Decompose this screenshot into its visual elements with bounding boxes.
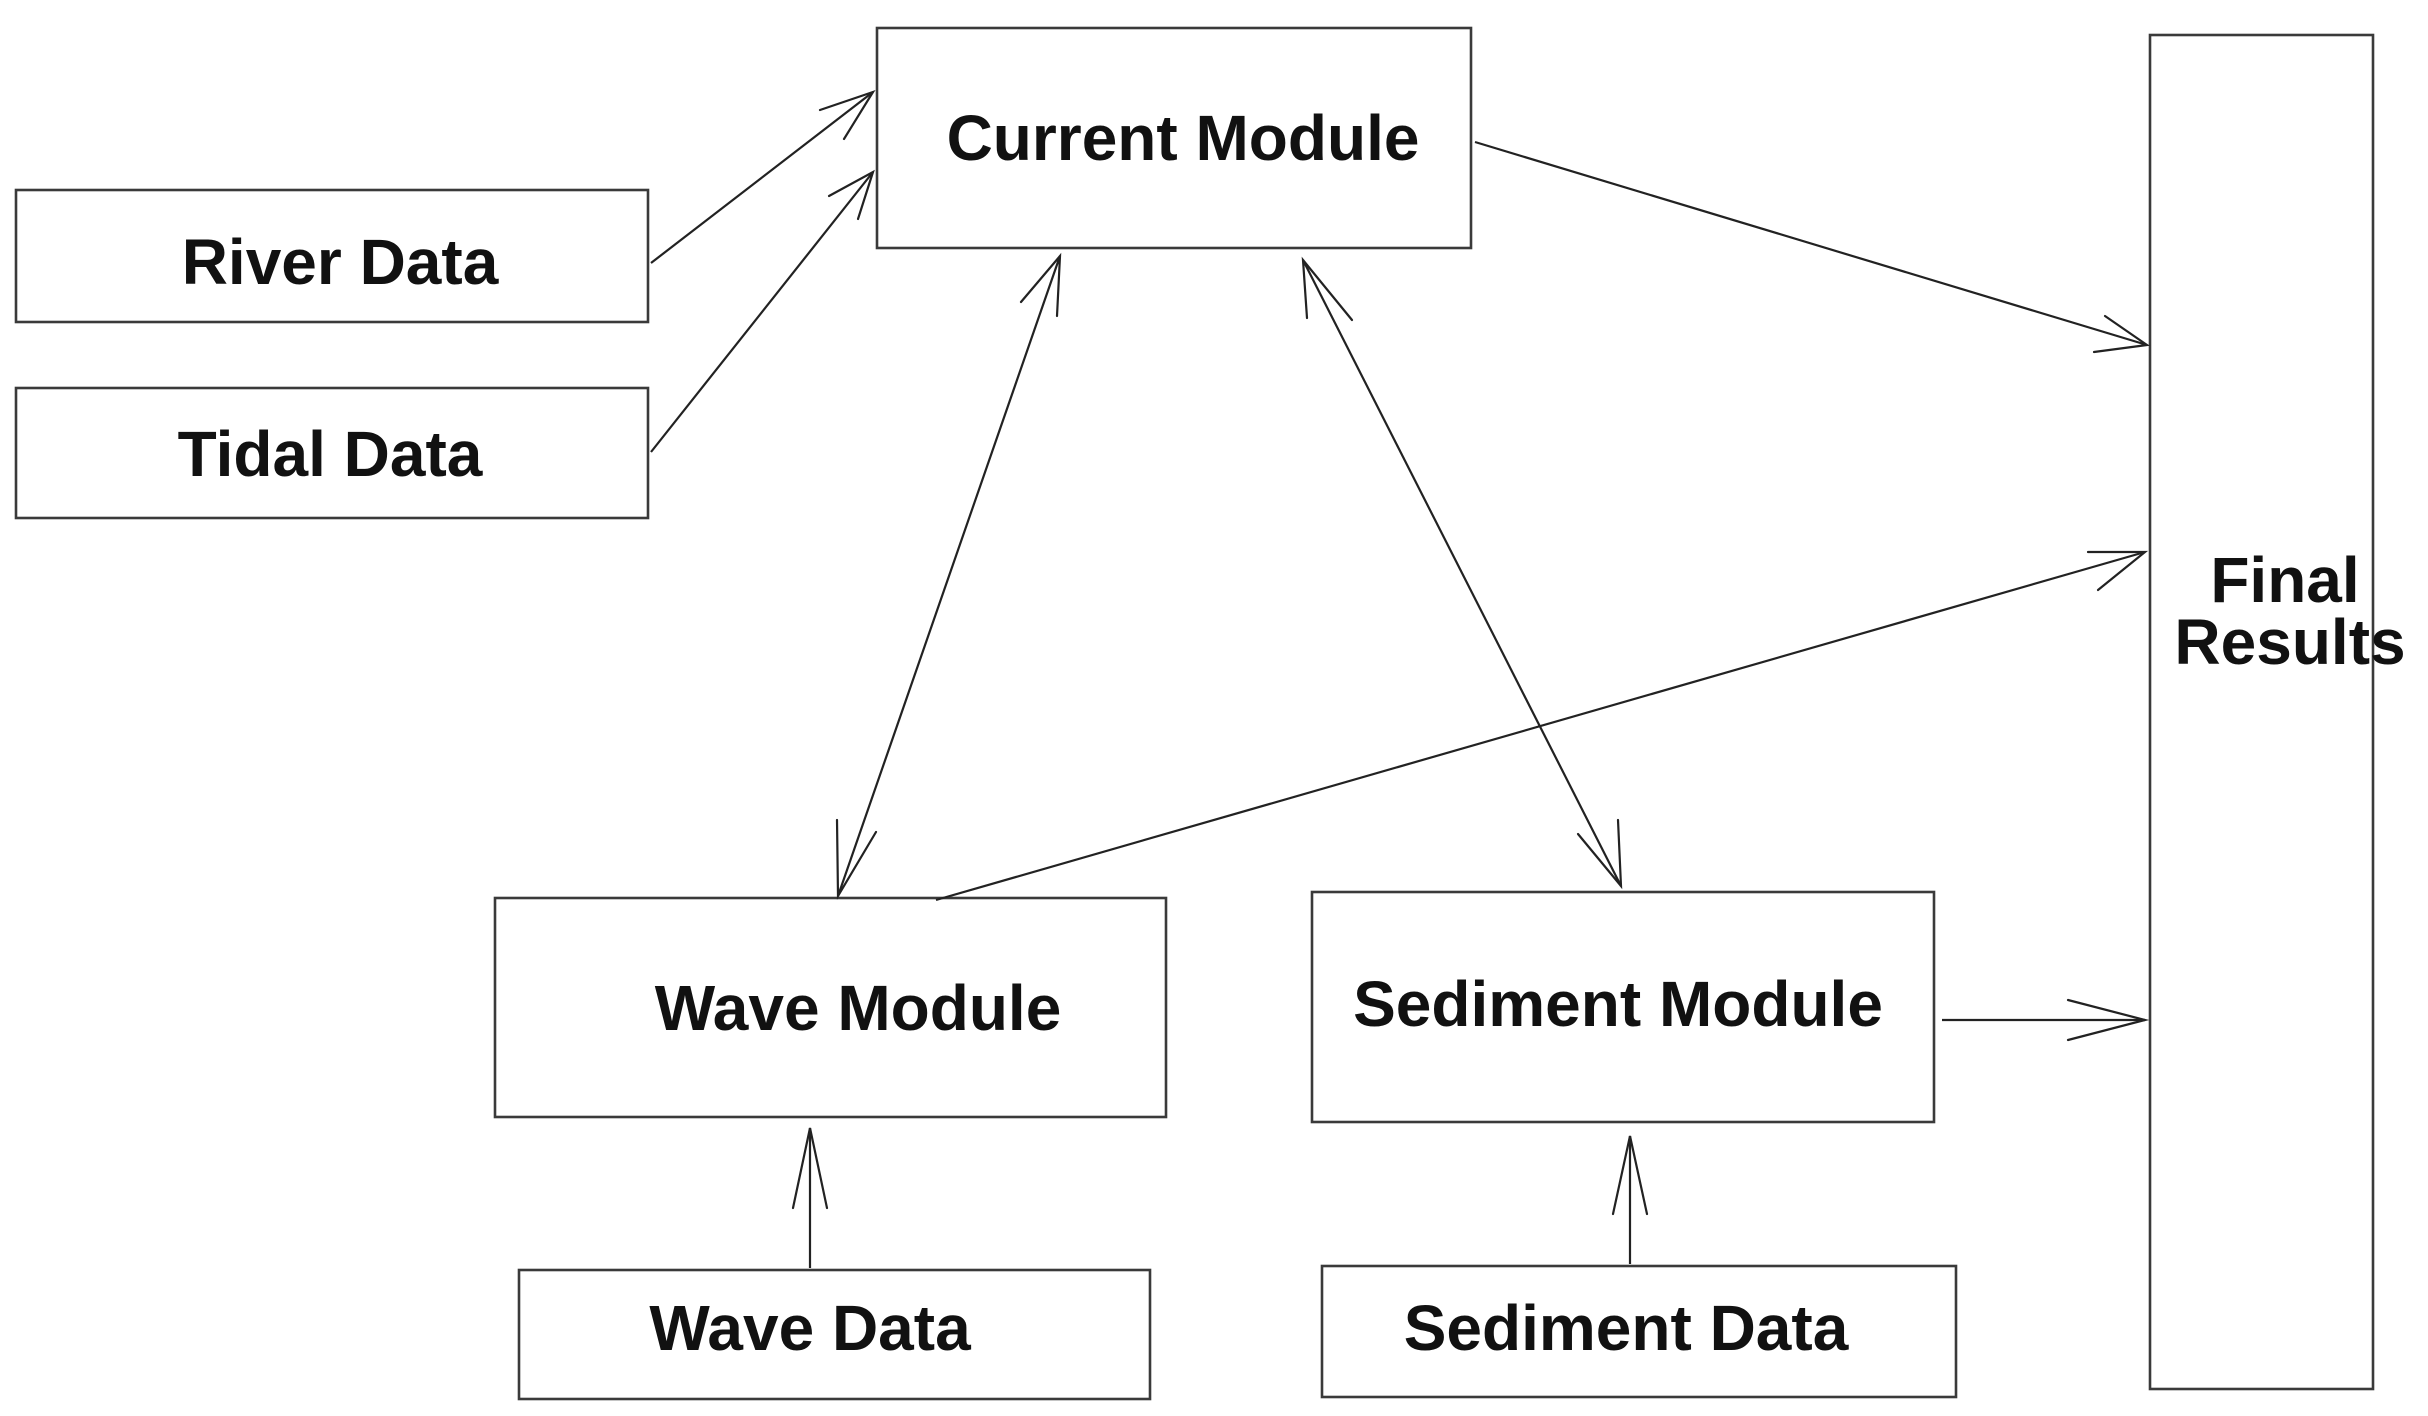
wave-data-label: Wave Data [649,1292,971,1364]
tidal-data-label: Tidal Data [178,418,483,490]
edge-tidal-to-current [650,169,875,453]
arrow-head-icon [1019,252,1062,318]
final-results-box [2148,33,2375,1391]
edge-current-sediment-line [1302,259,1622,887]
arrow-head-icon [827,169,875,221]
wave-module-label: Wave Module [655,972,1062,1044]
edge-river-to-current [650,89,876,264]
edge-sediment-data-to-sediment-module [1611,1135,1649,1264]
final-results-label-line1: Final [2210,544,2359,616]
tidal-data-node: Tidal Data [14,386,650,520]
wave-module-box [493,896,1168,1119]
wave-data-node: Wave Data [517,1268,1152,1401]
sediment-data-node: Sediment Data [1320,1264,1958,1399]
river-data-node: River Data [14,188,650,324]
river-data-box [14,188,650,324]
edge-sediment-to-final [1942,998,2150,1042]
final-results-label-line2: Results [2174,606,2405,678]
edge-river-to-current-line [650,91,874,264]
edge-tidal-to-current-line [650,171,874,453]
tidal-data-box [14,386,650,520]
arrow-head-icon [1611,1135,1649,1216]
edge-current-wave-bidirectional [835,252,1062,900]
arrow-head-icon [791,1127,829,1210]
current-module-label: Current Module [947,102,1420,174]
river-data-label: River Data [182,226,499,298]
sediment-module-node: Sediment Module [1310,890,1936,1124]
edge-current-to-final-line [1474,140,2148,347]
edge-wave-to-final [935,550,2149,902]
arrow-head-icon [2092,314,2150,354]
arrow-head-icon [818,89,876,141]
current-module-node: Current Module [875,26,1473,250]
arrow-head-icon [2066,998,2150,1042]
arrow-head-icon [1576,818,1623,890]
final-results-node: Final Results [2148,33,2406,1391]
sediment-data-label: Sediment Data [1404,1292,1849,1364]
wave-data-box [517,1268,1152,1401]
edge-current-wave-line [836,255,1062,897]
sediment-module-label: Sediment Module [1353,968,1883,1040]
arrow-head-icon [835,818,878,900]
edge-current-to-final [1474,140,2150,354]
wave-module-node: Wave Module [493,896,1168,1119]
current-module-box [875,26,1473,250]
edge-current-sediment-bidirectional [1301,256,1623,890]
edge-wave-to-final-line [935,550,2146,902]
arrow-head-icon [2086,550,2149,592]
edge-wave-data-to-wave-module [791,1127,829,1268]
arrow-head-icon [1301,256,1354,322]
sediment-data-box [1320,1264,1958,1399]
sediment-module-box [1310,890,1936,1124]
